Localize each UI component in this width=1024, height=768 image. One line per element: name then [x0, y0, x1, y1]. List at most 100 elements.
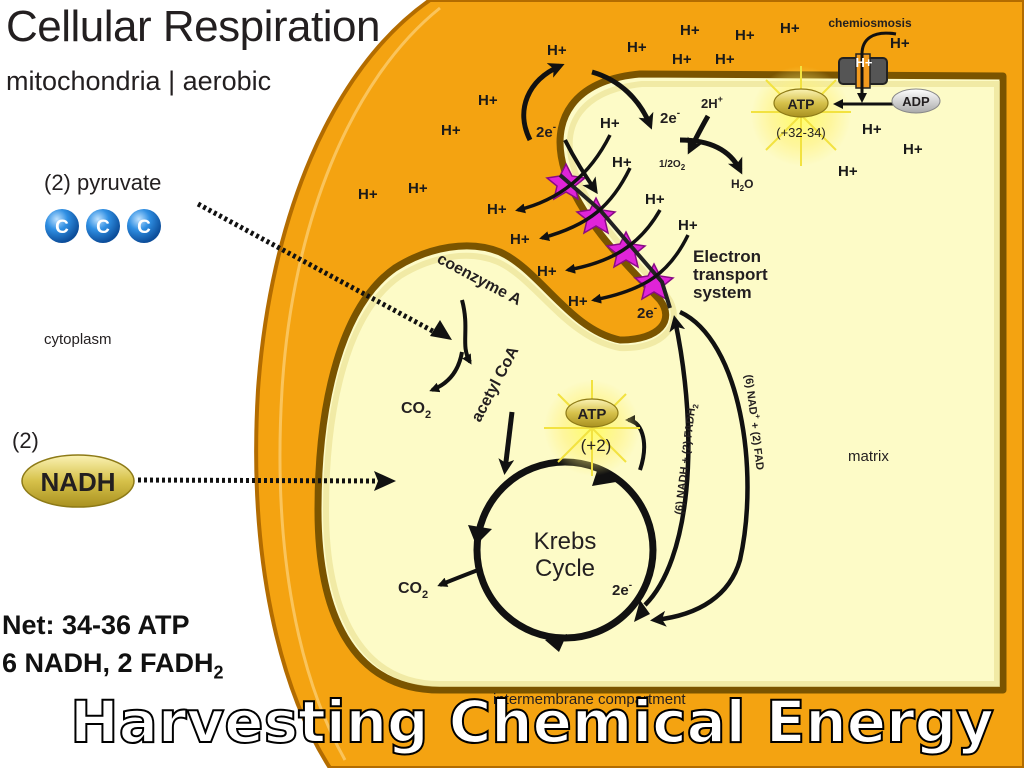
ets-atp-label: ATP	[788, 96, 815, 112]
hplus-label-5: H+	[547, 42, 567, 59]
hplus-label-3: H+	[780, 20, 800, 37]
acetyl-down-arrow	[498, 411, 515, 475]
pyruvate-dotted-arrow	[196, 201, 442, 338]
net-carriers-text: 6 NADH, 2 FADH	[2, 648, 214, 678]
pyruvate-label: (2) pyruvate	[44, 170, 161, 195]
transport-arrows	[137, 201, 452, 491]
half-o2-label: 1/2O2	[659, 159, 686, 172]
atp-synthase: ADP chemiosmosis H+	[828, 16, 941, 114]
ets-line-1: Electron	[693, 247, 761, 266]
krebs-line-1: Krebs	[534, 528, 597, 555]
co2-out-arrow-2	[437, 568, 479, 587]
hplus-label-23: H+	[838, 163, 858, 180]
outer-membrane-highlight	[278, 6, 441, 761]
co2-label-2: CO2	[398, 580, 428, 601]
net-atp-line: Net: 34-36 ATP	[2, 610, 190, 640]
cytoplasm-label: cytoplasm	[44, 331, 112, 348]
synthase-hplus: H+	[856, 55, 873, 70]
co2-out-arrow-1	[429, 351, 464, 393]
electron-crista-1: 2e-	[536, 122, 556, 141]
pyruvate-carbons: C C C	[45, 209, 161, 243]
two-h-label: 2H+	[701, 94, 723, 111]
krebs-atp-rays	[544, 380, 640, 476]
hplus-label-15: H+	[645, 191, 665, 208]
hplus-label-19: H+	[537, 263, 557, 280]
electron-crista-2: 2e-	[660, 108, 680, 127]
h2o-label: H2O	[731, 177, 753, 193]
nad-return-arrow	[650, 309, 750, 627]
nadh-arrowhead	[374, 471, 396, 491]
hplus-label-2: H+	[735, 27, 755, 44]
electron-crista-3: 2e-	[637, 303, 657, 322]
pump-arrow-1	[515, 134, 612, 214]
ets-line-3: system	[693, 283, 752, 302]
matrix-label: matrix	[848, 448, 889, 465]
hplus-label-4: H+	[627, 39, 647, 56]
nadh-badge: NADH	[21, 454, 135, 508]
nadh-dotted-arrow	[137, 477, 379, 484]
banner-title: Harvesting Chemical Energy	[69, 687, 995, 757]
carbon-ball-1	[45, 209, 79, 243]
hplus-label-14: H+	[612, 154, 632, 171]
page-subtitle: mitochondria | aerobic	[6, 66, 272, 96]
krebs-arrowhead-2	[545, 634, 567, 652]
hplus-label-9: H+	[478, 92, 498, 109]
hplus-label-7: H+	[715, 51, 735, 68]
arrow-2e-down	[563, 139, 598, 195]
hplus-label-6: H+	[672, 51, 692, 68]
nadh-to-ets-arrow	[643, 315, 691, 607]
ets-atp-badge: ATP (+32-34)	[751, 66, 851, 166]
page-title: Cellular Respiration	[6, 2, 380, 51]
hplus-label-1: H+	[680, 22, 700, 39]
ets-atp-yield: (+32-34)	[776, 125, 826, 140]
pyruvate-arrowhead	[430, 320, 452, 340]
matrix-arrows	[429, 299, 750, 627]
hplus-label-8: H+	[890, 35, 910, 52]
intermembrane-label: intermembrane compartment	[493, 691, 686, 708]
krebs-line-2: Cycle	[535, 555, 595, 582]
pump-arrow-4	[591, 234, 690, 304]
crista-arrows	[521, 63, 743, 195]
krebs-atp-badge: ATP (+2)	[544, 380, 640, 476]
krebs-atp-label: ATP	[578, 406, 607, 423]
hplus-label-16: H+	[678, 217, 698, 234]
electron-krebs: 2e-	[612, 580, 632, 599]
nadh-count: (2)	[12, 428, 39, 453]
hplus-label-11: H+	[408, 180, 428, 197]
pump-arrow-3	[565, 209, 662, 274]
net-carriers-line: 6 NADH, 2 FADH2	[2, 648, 224, 683]
hplus-label-12: H+	[358, 186, 378, 203]
net-carriers-sub: 2	[213, 662, 224, 683]
krebs-atp-yield: (+2)	[581, 436, 612, 455]
pump-arrow-2	[539, 167, 632, 241]
carbon-ball-3	[127, 209, 161, 243]
krebs-arrowhead-1	[468, 525, 492, 545]
nadh-label: NADH	[40, 467, 115, 497]
chemiosmosis-arrow	[857, 31, 897, 103]
carbon-letter-3: C	[137, 217, 151, 238]
co2-label-1: CO2	[401, 400, 431, 421]
hplus-label-17: H+	[487, 201, 507, 218]
arrow-2h	[687, 114, 711, 155]
proton-pump-arrows	[515, 134, 690, 304]
hplus-label-20: H+	[568, 293, 588, 310]
carbon-letter-2: C	[96, 217, 110, 238]
proton-labels: H+H+H+H+H+H+H+H+H+H+H+H+H+H+H+H+H+H+H+H+…	[358, 20, 923, 310]
hplus-label-10: H+	[441, 122, 461, 139]
arrow-top-right	[591, 69, 654, 130]
protein-complex-2	[575, 196, 617, 235]
hplus-label-21: H+	[862, 121, 882, 138]
krebs-arrowhead-3	[634, 600, 650, 622]
ets-line-2: transport	[693, 265, 768, 284]
carbon-letter-1: C	[55, 217, 69, 238]
adp-label: ADP	[902, 94, 930, 109]
hplus-label-22: H+	[903, 141, 923, 158]
carbon-ball-2	[86, 209, 120, 243]
arrow-up-left	[521, 63, 565, 142]
chemiosmosis-label: chemiosmosis	[828, 16, 912, 30]
hplus-label-18: H+	[510, 231, 530, 248]
hplus-label-13: H+	[600, 115, 620, 132]
coa-arrow-1	[460, 299, 472, 365]
